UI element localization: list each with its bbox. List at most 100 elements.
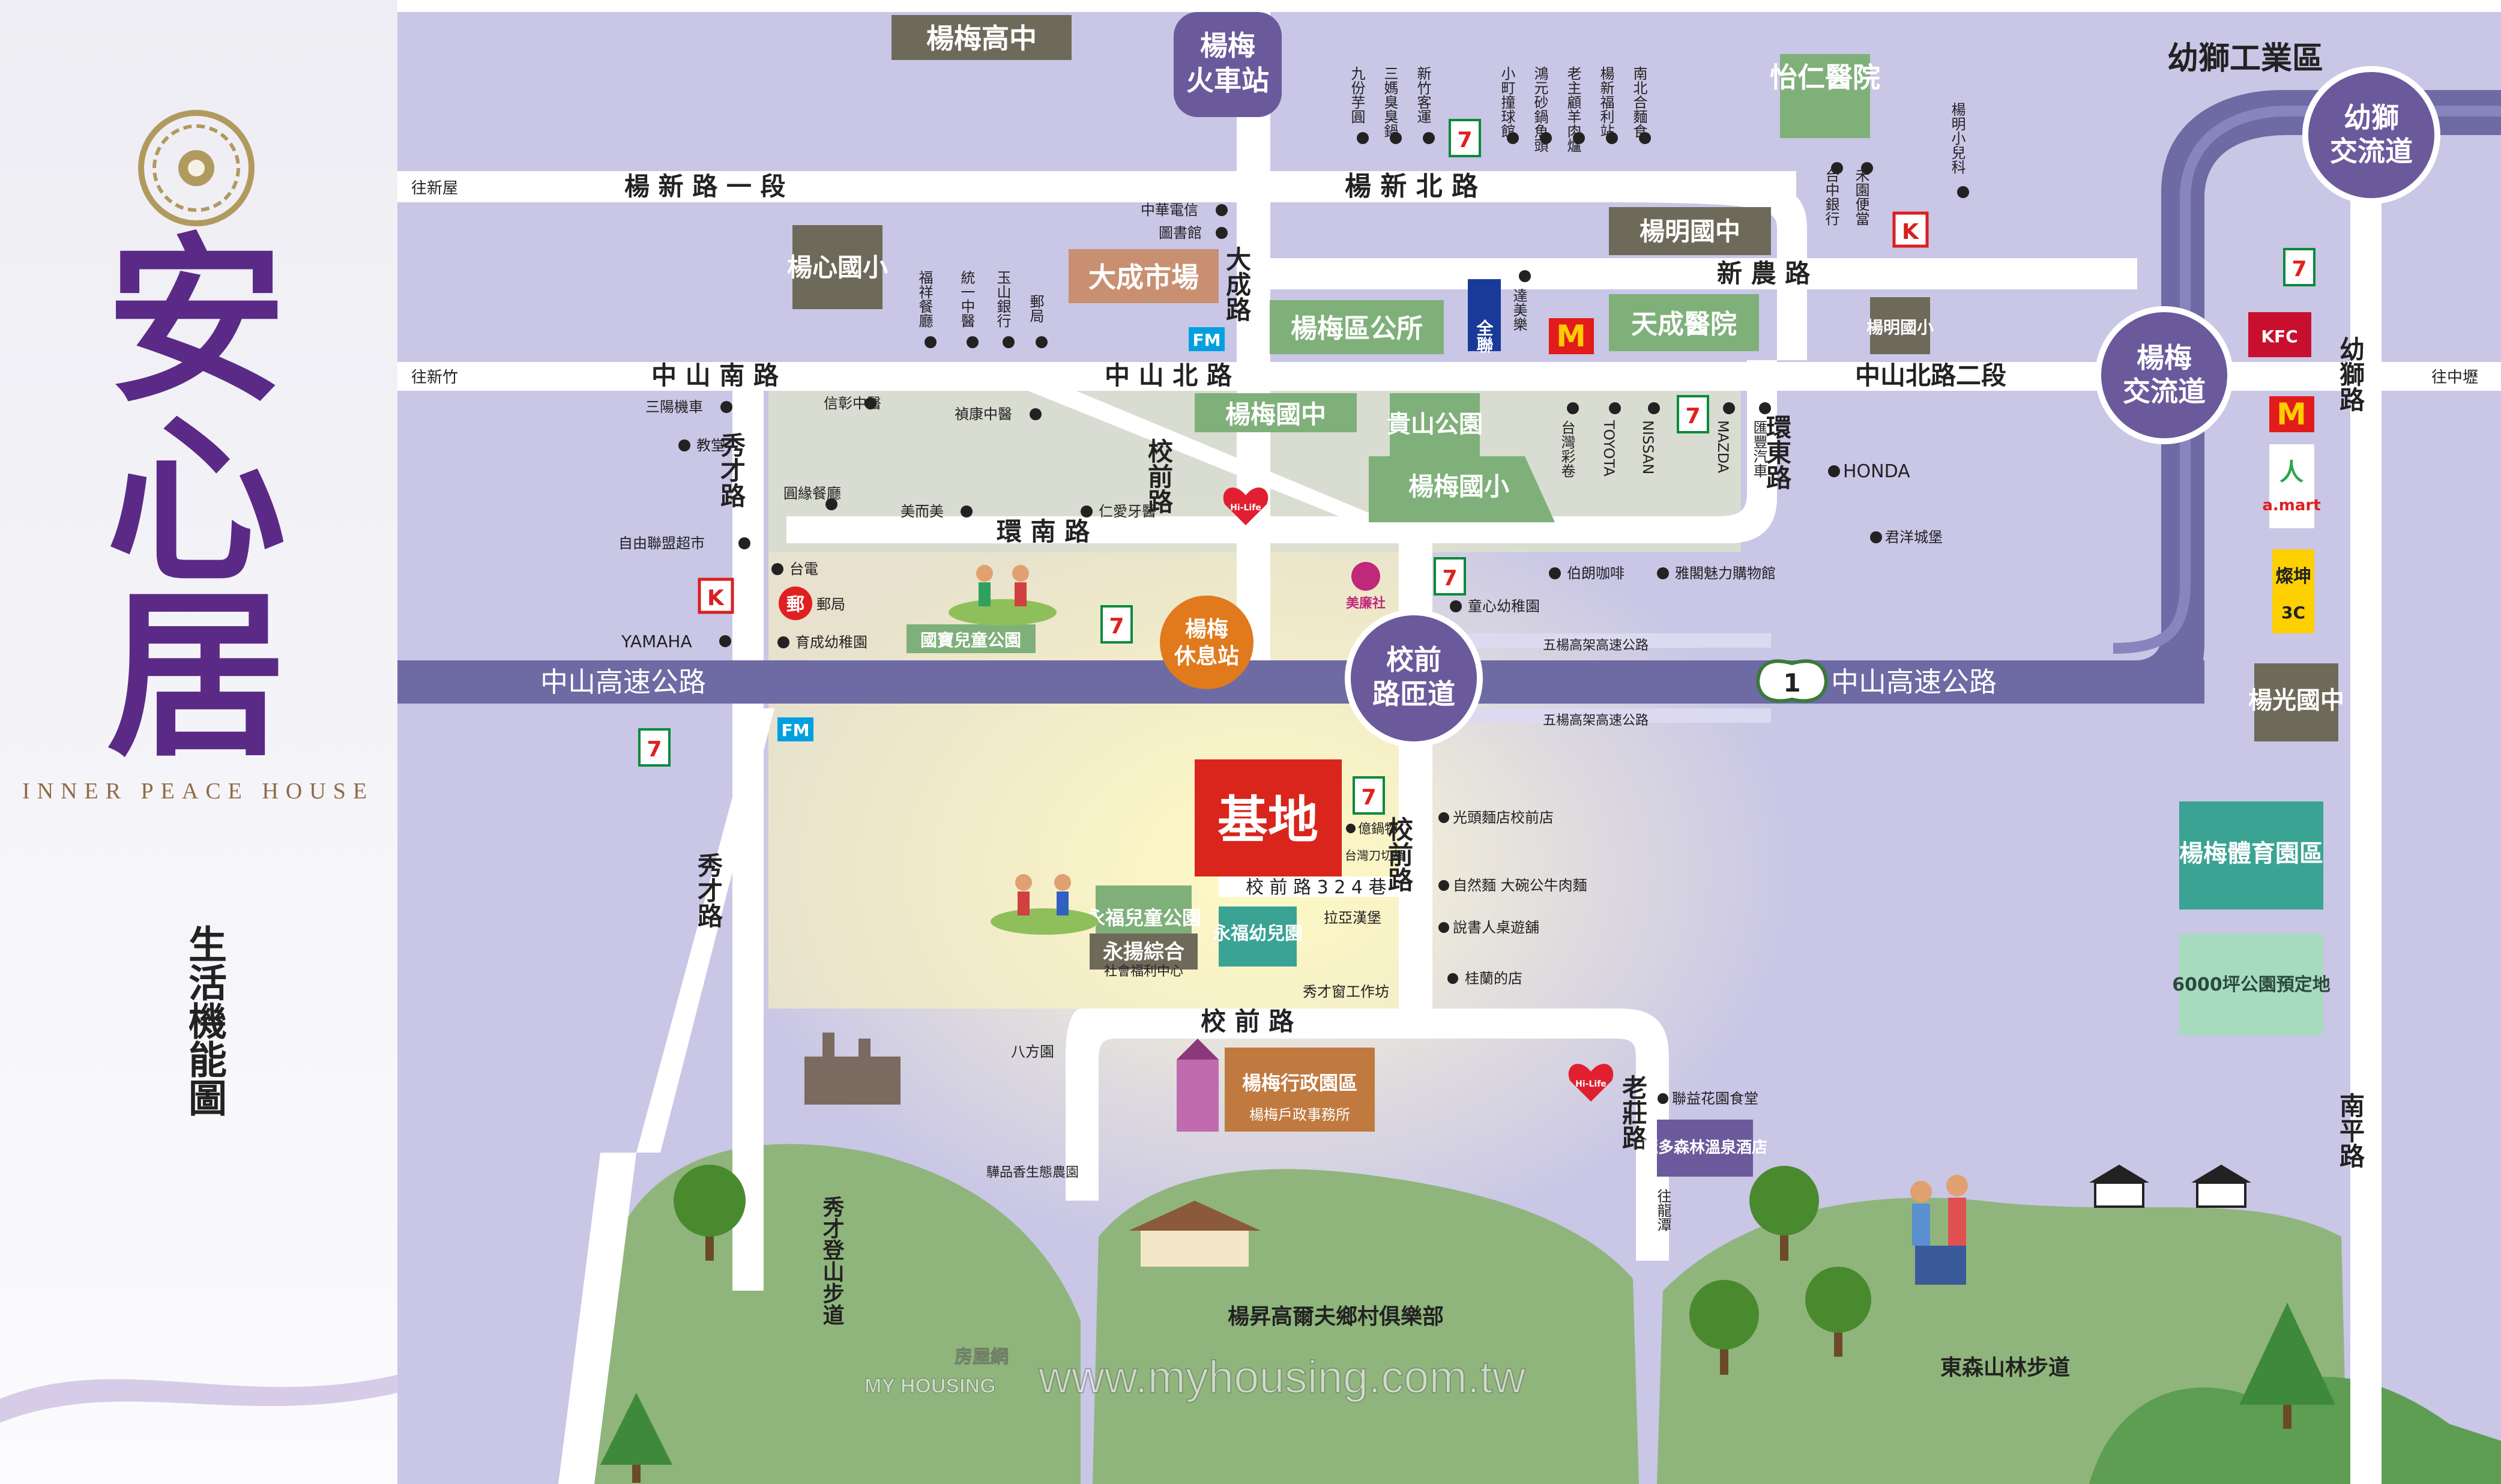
pine-tree-icon <box>600 1393 672 1483</box>
svg-text:M: M <box>2276 397 2306 432</box>
shop-column: 匯豐汽車 <box>1751 402 1771 478</box>
seven-eleven-icon: 7 <box>2283 248 2315 286</box>
highway-ramp <box>2113 106 2501 654</box>
label-dongsen-trail: 東森山林步道 <box>1940 1356 2070 1380</box>
seven-eleven-icon: 7 <box>1353 776 1385 815</box>
svg-text:TOYOTA: TOYOTA <box>1600 420 1617 477</box>
svg-text:燦坤: 燦坤 <box>2275 566 2311 587</box>
kfc-icon: KFC <box>2248 312 2311 357</box>
svg-text:楊新福利站: 楊新福利站 <box>1597 66 1614 138</box>
poi-item: 中華電信 <box>1141 202 1228 219</box>
poi-item: 拉亞漢堡 <box>1324 909 1381 926</box>
poi-item: 伯朗咖啡 <box>1549 565 1625 582</box>
svg-text:秀才登山步道: 秀才登山步道 <box>819 1196 845 1326</box>
svg-text:楊梅行政園區: 楊梅行政園區 <box>1242 1072 1357 1094</box>
svg-text:楊梅: 楊梅 <box>2137 342 2192 374</box>
clubhouse-icon <box>1129 1201 1261 1267</box>
svg-text:K: K <box>707 586 725 611</box>
svg-text:YAMAHA: YAMAHA <box>621 632 692 651</box>
svg-text:老主顧羊肉爐: 老主顧羊肉爐 <box>1564 66 1581 152</box>
svg-text:大成市場: 大成市場 <box>1088 261 1199 294</box>
label-children-park: 國寶兒童公園 <box>907 624 1036 653</box>
svg-text:楊光國中: 楊光國中 <box>2248 687 2344 714</box>
svg-text:美而美: 美而美 <box>901 503 944 520</box>
shop-column: 玉山銀行 <box>994 270 1015 348</box>
svg-text:匯豐汽車: 匯豐汽車 <box>1751 420 1767 478</box>
seven-eleven-icon: 7 <box>1449 119 1481 157</box>
svg-text:Hi-Life: Hi-Life <box>1575 1079 1606 1089</box>
road-xiucai-upper: 秀才路 <box>717 432 746 508</box>
svg-text:光頭麵店校前店: 光頭麵店校前店 <box>1453 809 1554 826</box>
label-yangmei-elem: 楊梅國小 <box>1369 456 1555 522</box>
label-yangxin-elem: 楊心國小 <box>787 225 888 309</box>
road-dacheng: 大成路 <box>1222 246 1252 322</box>
family-figures-icon <box>1910 1175 1968 1285</box>
road-huandong: 環東路 <box>1763 414 1792 490</box>
shop-column: 楊新福利站 <box>1597 66 1618 144</box>
shop-column: MAZDA <box>1715 402 1735 474</box>
label-stadium: 楊梅體育園區 <box>2179 801 2323 909</box>
svg-text:7: 7 <box>1442 566 1457 591</box>
label-tiancheng: 天成醫院 <box>1609 294 1759 351</box>
yangmei-ic-circle: 楊梅 交流道 <box>2095 306 2233 444</box>
svg-text:伯朗咖啡: 伯朗咖啡 <box>1567 565 1625 582</box>
highway-number-badge: 1 <box>1755 659 1829 703</box>
svg-text:雅閣魅力購物館: 雅閣魅力購物館 <box>1675 565 1776 582</box>
svg-text:楊明國小: 楊明國小 <box>1866 318 1934 337</box>
shop-column: 南北合麵食 <box>1631 66 1651 144</box>
label-site: 基地 <box>1195 759 1342 876</box>
poi-item: 自由聯盟超市 <box>618 535 750 552</box>
highway-number: 1 <box>1783 668 1800 698</box>
okmart-icon: K <box>698 578 734 614</box>
svg-text:休息站: 休息站 <box>1174 644 1239 669</box>
shop-column: 郵局 <box>1027 294 1048 348</box>
svg-text:社會福利中心: 社會福利中心 <box>1104 964 1183 979</box>
svg-text:拉亞漢堡: 拉亞漢堡 <box>1324 909 1381 926</box>
label-guishan-park: 貴山公園 <box>1387 393 1483 459</box>
xiaoqian-ic-circle: 校前 路匝道 <box>1345 609 1483 747</box>
label-yangming-elem: 楊明國小 <box>1866 297 1934 354</box>
highway-label-right: 中山高速公路 <box>1831 666 1997 698</box>
seven-eleven-icon: 7 <box>1677 395 1709 433</box>
svg-text:楊梅體育園區: 楊梅體育園區 <box>2179 840 2323 867</box>
brand-panel <box>0 0 397 1484</box>
seven-eleven-icon: 7 <box>1434 557 1466 596</box>
svg-text:路匝道: 路匝道 <box>1372 678 1455 710</box>
hilife-icon: Hi-Life <box>1568 1064 1614 1102</box>
svg-text:台灣刀切麵: 台灣刀切麵 <box>1345 848 1405 863</box>
svg-text:仁愛牙醫: 仁愛牙醫 <box>1099 503 1156 520</box>
road-laozhuang: 老莊路 <box>1619 1075 1648 1150</box>
poi-item: 三陽機車 <box>645 399 732 415</box>
svg-text:郵: 郵 <box>786 594 804 615</box>
svg-text:楊梅區公所: 楊梅區公所 <box>1291 313 1423 344</box>
svg-text:鴻元砂鍋魚頭: 鴻元砂鍋魚頭 <box>1531 66 1548 152</box>
brand-char-3: 居 <box>106 569 286 781</box>
label-youshi-zone: 幼獅工業區 <box>2167 41 2323 77</box>
svg-text:童心幼稚園: 童心幼稚園 <box>1468 598 1540 615</box>
mcdonalds-icon: M <box>1549 318 1594 354</box>
svg-text:八方園: 八方園 <box>1011 1043 1054 1060</box>
svg-text:楊明國中: 楊明國中 <box>1640 217 1740 246</box>
shop-column: 達美樂 <box>1510 270 1531 331</box>
svg-text:秀才窗工作坊: 秀才窗工作坊 <box>1303 983 1389 1000</box>
poi-item: 教堂 <box>678 437 725 454</box>
road-zhongshan-south: 中 山 南 路 <box>651 361 779 390</box>
shop-column: 九份芋圓 <box>1348 66 1369 144</box>
poi-item: 秀才窗工作坊 <box>1303 983 1389 1000</box>
seven-eleven-icon: 7 <box>1100 605 1133 644</box>
station-circle: 楊梅 火車站 <box>1174 12 1282 117</box>
poi-item: 自然麵 大碗公牛肉麵 <box>1438 877 1587 894</box>
poi-item: 君洋城堡 <box>1870 529 1943 546</box>
label-park-plan: 6000坪公園預定地 <box>2172 934 2331 1036</box>
tree-icon <box>1805 1267 1871 1357</box>
poi-item: 桂蘭的店 <box>1447 970 1522 987</box>
svg-text:郵局: 郵局 <box>1027 294 1044 323</box>
shop-column: 老主顧羊肉爐 <box>1564 66 1585 152</box>
hill-corner <box>2089 1377 2501 1484</box>
svg-text:a.mart: a.mart <box>2262 496 2320 514</box>
tree-icon <box>1749 1166 1819 1261</box>
svg-text:永福幼兒園: 永福幼兒園 <box>1213 923 1303 944</box>
road-nanping: 南平路 <box>2336 1093 2365 1168</box>
poi-item: YAMAHA <box>621 632 731 651</box>
svg-text:三媽臭臭鍋: 三媽臭臭鍋 <box>1381 66 1398 138</box>
